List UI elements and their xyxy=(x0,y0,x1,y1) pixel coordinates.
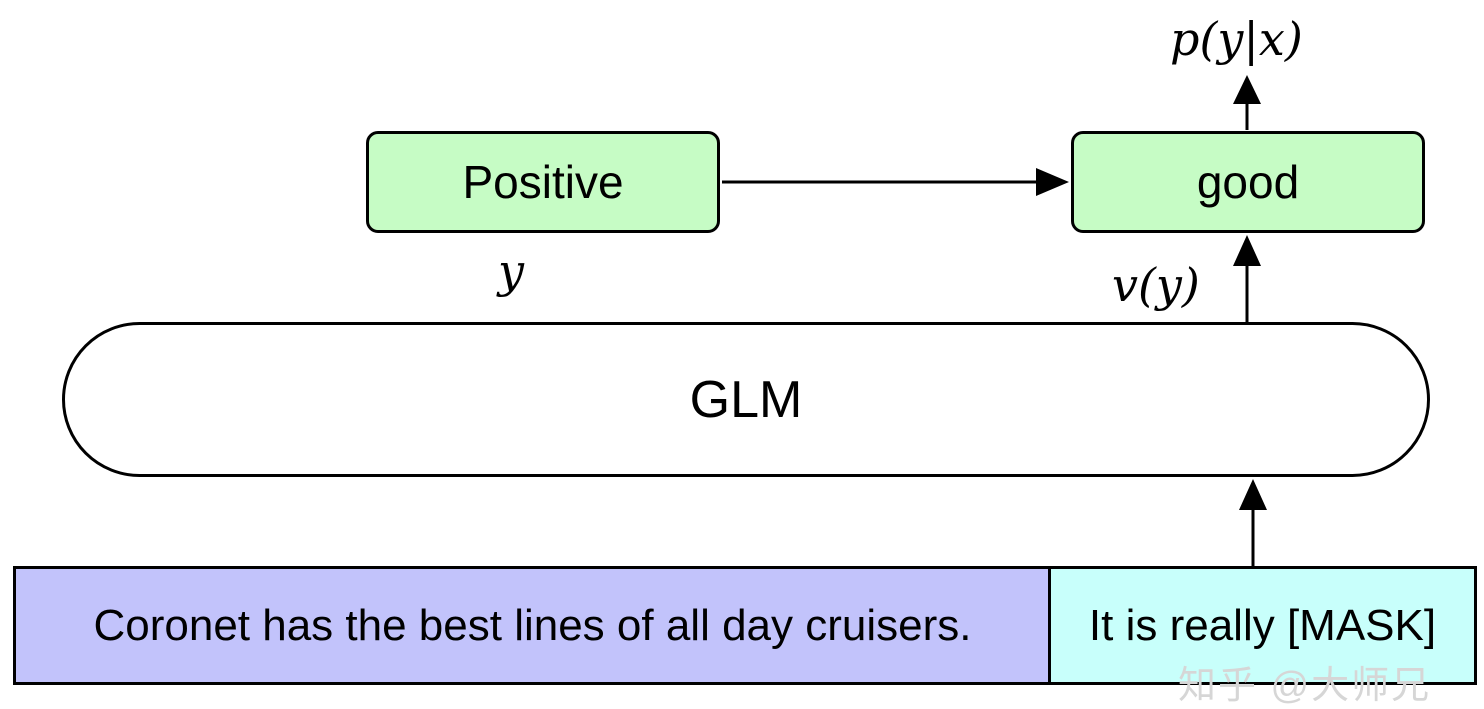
arrow-prompt-to-glm xyxy=(1239,479,1267,566)
arrow-positive-to-good xyxy=(722,168,1069,196)
watermark: 知乎 @大师兄 xyxy=(1178,665,1432,707)
arrow-glm-to-good xyxy=(1233,235,1261,322)
input-sentence-text: Coronet has the best lines of all day cr… xyxy=(93,600,972,650)
label-y: y xyxy=(498,244,524,298)
positive-label-box: Positive xyxy=(366,131,720,233)
input-sentence-box: Coronet has the best lines of all day cr… xyxy=(13,566,1052,685)
label-v-of-y: v(y) xyxy=(1112,258,1200,312)
glm-model-box: GLM xyxy=(62,322,1430,477)
positive-label-text: Positive xyxy=(462,156,624,208)
label-p-y-given-x: p(y|x) xyxy=(1170,12,1303,66)
glm-label-text: GLM xyxy=(689,370,803,429)
good-verbalizer-box: good xyxy=(1071,131,1425,233)
prompt-mask-text: It is really [MASK] xyxy=(1088,600,1437,650)
prompt-mask-box: It is really [MASK] xyxy=(1048,566,1477,685)
arrow-good-to-output xyxy=(1233,75,1261,130)
good-label-text: good xyxy=(1196,156,1300,208)
